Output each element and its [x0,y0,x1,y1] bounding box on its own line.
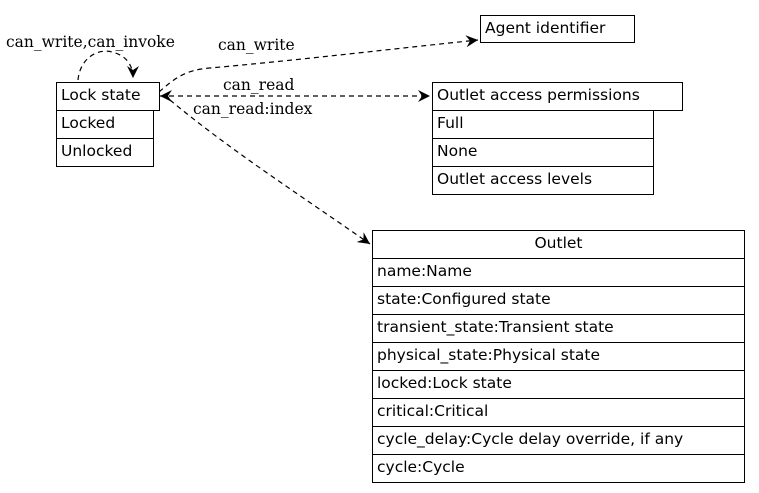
node-row: cycle:Cycle [372,454,745,483]
edge-label-to-permissions: can_read [223,76,295,94]
edge-self-loop [77,50,139,81]
node-title: Agent identifier [480,15,635,43]
node-outlet: Outlet name:Name state:Configured state … [372,230,745,483]
node-row: cycle_delay:Cycle delay override, if any [372,426,745,455]
node-row: None [432,138,654,167]
edge-label-self-loop: can_write,can_invoke [6,33,175,51]
node-row: transient_state:Transient state [372,314,745,343]
node-row: locked:Lock state [372,370,745,399]
node-row: state:Configured state [372,286,745,315]
node-title: Lock state [56,82,160,111]
node-row: Outlet access levels [432,166,654,195]
edge-label-to-agent: can_write [218,36,295,54]
node-row: name:Name [372,258,745,287]
node-row: critical:Critical [372,398,745,427]
node-row: physical_state:Physical state [372,342,745,371]
node-row: Unlocked [56,138,154,167]
edge-to-agent [158,35,479,93]
node-outlet-access-permissions: Outlet access permissions Full None Outl… [432,82,683,195]
node-lock-state: Lock state Locked Unlocked [56,82,160,167]
edge-to-outlet [169,99,371,245]
node-title: Outlet access permissions [432,82,683,111]
node-agent-identifier: Agent identifier [480,15,635,43]
node-row: Locked [56,110,154,139]
node-row: Full [432,110,654,139]
edge-label-to-outlet: can_read:index [193,100,313,118]
node-title: Outlet [372,230,745,259]
